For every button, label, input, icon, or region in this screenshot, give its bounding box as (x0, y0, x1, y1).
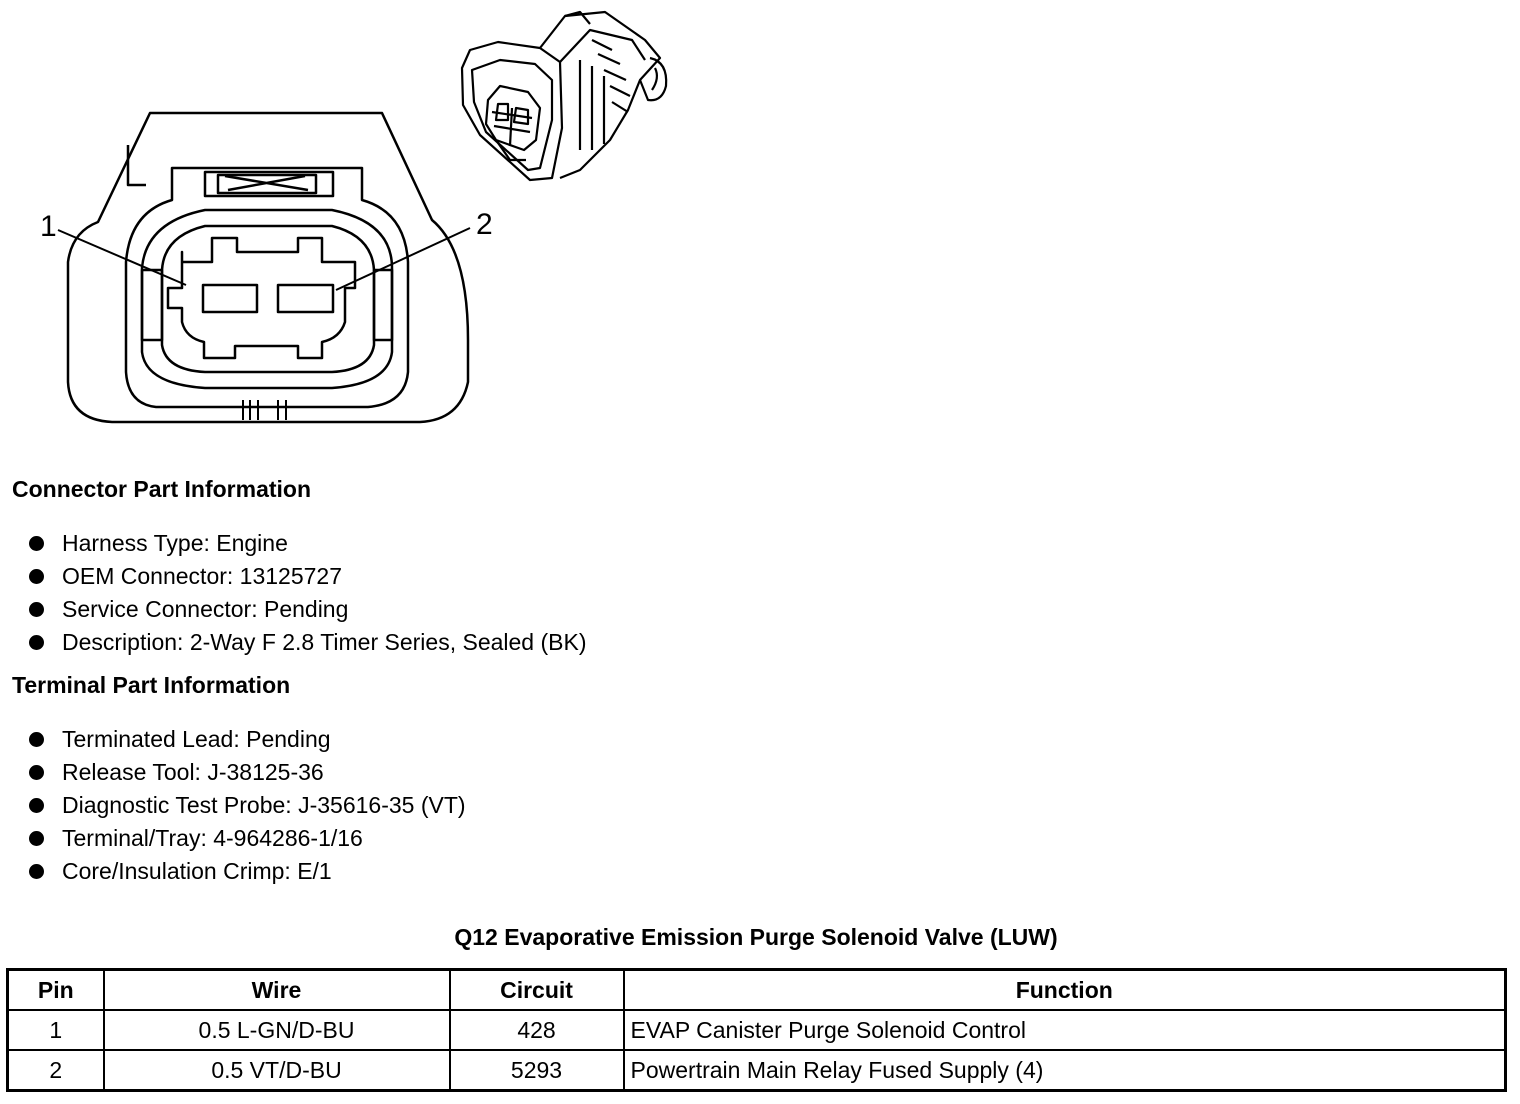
column-header-circuit: Circuit (448, 968, 625, 1011)
list-item: Harness Type: Engine (28, 527, 587, 560)
list-item: Terminated Lead: Pending (28, 723, 466, 756)
column-header-function: Function (622, 968, 1507, 1011)
pin-table-title: Q12 Evaporative Emission Purge Solenoid … (454, 924, 1058, 950)
bullet-icon (29, 831, 44, 846)
list-item: Core/Insulation Crimp: E/1 (28, 855, 466, 888)
list-item: Description: 2-Way F 2.8 Timer Series, S… (28, 626, 587, 659)
cell-pin: 2 (6, 1049, 105, 1092)
list-item: Service Connector: Pending (28, 593, 587, 626)
cell-wire: 0.5 VT/D-BU (102, 1049, 451, 1092)
column-header-pin: Pin (6, 968, 105, 1011)
bullet-icon (29, 765, 44, 780)
table-row: 1 0.5 L-GN/D-BU 428 EVAP Canister Purge … (6, 1009, 1507, 1051)
list-item-text: Terminated Lead: Pending (62, 726, 331, 752)
cell-pin: 1 (6, 1009, 105, 1051)
list-item: Terminal/Tray: 4-964286-1/16 (28, 822, 466, 855)
cell-function: EVAP Canister Purge Solenoid Control (622, 1009, 1507, 1051)
bullet-icon (29, 569, 44, 584)
bullet-icon (29, 635, 44, 650)
cell-wire: 0.5 L-GN/D-BU (102, 1009, 451, 1051)
list-item: Release Tool: J-38125-36 (28, 756, 466, 789)
connector-isometric-view (460, 10, 668, 182)
bullet-icon (29, 798, 44, 813)
cell-circuit: 428 (448, 1009, 625, 1051)
bullet-icon (29, 602, 44, 617)
cell-circuit: 5293 (448, 1049, 625, 1092)
list-item-text: Diagnostic Test Probe: J-35616-35 (VT) (62, 792, 466, 818)
list-item-text: Release Tool: J-38125-36 (62, 759, 324, 785)
table-row: 2 0.5 VT/D-BU 5293 Powertrain Main Relay… (6, 1049, 1507, 1092)
bullet-icon (29, 732, 44, 747)
connector-face-view (57, 111, 471, 424)
list-item-text: Terminal/Tray: 4-964286-1/16 (62, 825, 363, 851)
pin-table: Pin Wire Circuit Function 1 0.5 L-GN/D-B… (6, 968, 1507, 1092)
connector-info-heading: Connector Part Information (12, 476, 312, 502)
bullet-icon (29, 864, 44, 879)
terminal-info-list: Terminated Lead: Pending Release Tool: J… (28, 723, 466, 888)
pin-label-1: 1 (40, 210, 57, 243)
table-header-row: Pin Wire Circuit Function (6, 968, 1507, 1011)
list-item-text: Description: 2-Way F 2.8 Timer Series, S… (62, 629, 587, 655)
list-item: Diagnostic Test Probe: J-35616-35 (VT) (28, 789, 466, 822)
pin-label-2: 2 (476, 208, 493, 241)
list-item-text: Harness Type: Engine (62, 530, 288, 556)
list-item-text: Core/Insulation Crimp: E/1 (62, 858, 332, 884)
connector-diagram: 1 2 (40, 10, 668, 424)
list-item-text: Service Connector: Pending (62, 596, 349, 622)
list-item-text: OEM Connector: 13125727 (62, 563, 343, 589)
connector-info-list: Harness Type: Engine OEM Connector: 1312… (28, 527, 587, 659)
cell-function: Powertrain Main Relay Fused Supply (4) (622, 1049, 1507, 1092)
list-item: OEM Connector: 13125727 (28, 560, 587, 593)
bullet-icon (29, 536, 44, 551)
terminal-info-heading: Terminal Part Information (12, 672, 291, 698)
column-header-wire: Wire (102, 968, 451, 1011)
